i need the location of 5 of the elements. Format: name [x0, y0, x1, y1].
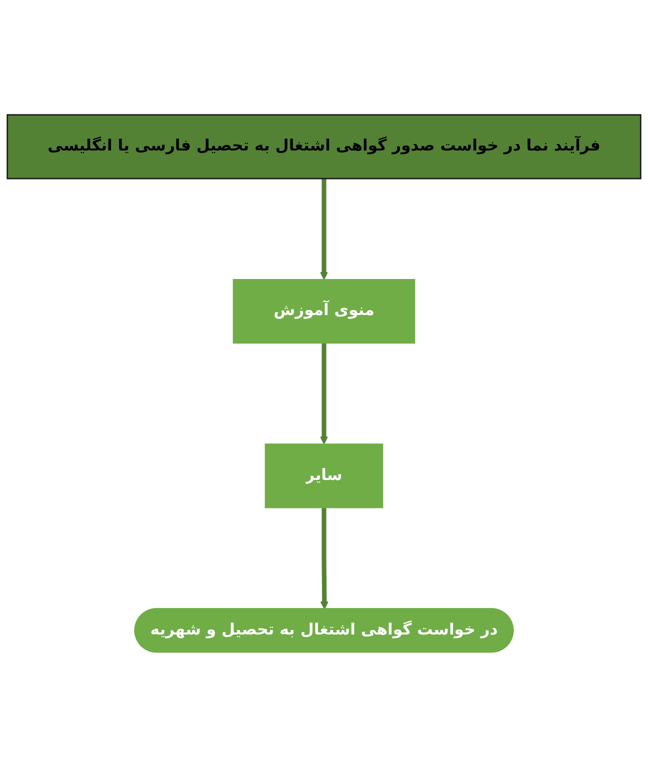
node-box: منوی آموزش — [232, 278, 416, 344]
arrow — [320, 343, 328, 444]
arrow — [320, 508, 328, 610]
node-box: فرآیند نما در خواست صدور گواهی اشتغال به تحصیل فارسی یا انگلیسی — [6, 114, 642, 180]
arrow — [320, 178, 328, 280]
